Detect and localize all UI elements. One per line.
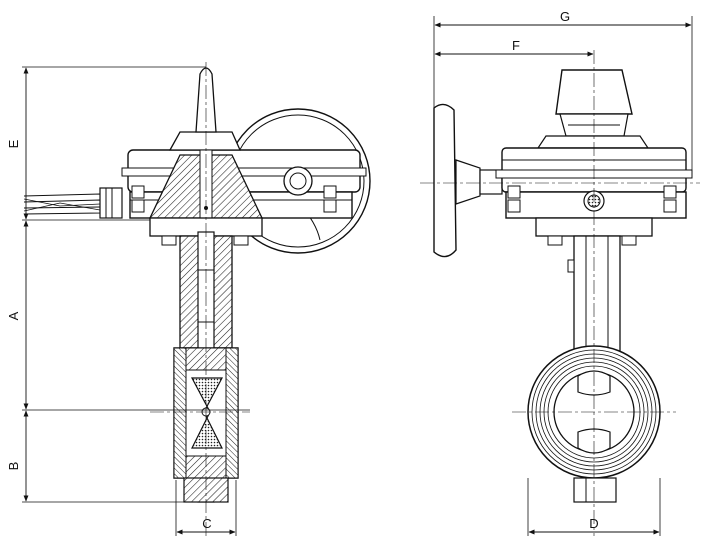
dimension-label-d: D: [589, 516, 598, 531]
cable-bundle: [23, 187, 123, 219]
right-front-view: [420, 50, 700, 536]
dimension-label-c: C: [202, 516, 211, 531]
dimension-labels: E A B C G F D: [6, 9, 599, 531]
actuator-indicator-cap: [536, 69, 650, 149]
dimension-label-f: F: [512, 38, 520, 53]
left-section-view: [23, 62, 371, 536]
dimension-label-g: G: [560, 9, 570, 24]
handwheel-profile: [433, 103, 503, 258]
valve-neck-front: [567, 235, 621, 357]
dimension-lines: [22, 16, 693, 536]
dimension-label-e: E: [6, 139, 21, 148]
dimension-label-a: A: [6, 311, 21, 320]
dimension-label-b: B: [6, 462, 21, 471]
